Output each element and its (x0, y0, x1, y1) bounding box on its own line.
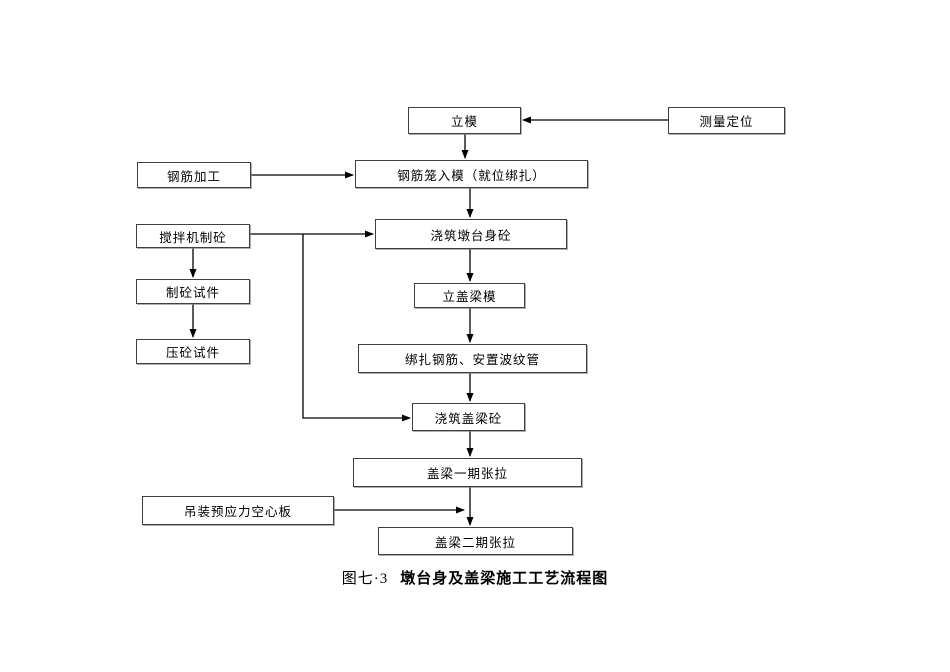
connector-mixer-to-pour-cap (302, 234, 411, 422)
node-tie-rebar-place-duct: 绑扎钢筋、安置波纹管 (358, 344, 587, 373)
node-hoist-prestressed-slab: 吊装预应力空心板 (142, 496, 334, 525)
node-erect-pier-form: 立模 (408, 107, 521, 134)
node-erect-cap-beam-form: 立盖梁模 (414, 283, 525, 308)
node-cage-into-form: 钢筋笼入模（就位绑扎） (355, 160, 588, 188)
figure-caption-title: 墩台身及盖梁施工工艺流程图 (400, 571, 609, 587)
node-mixer-concrete: 搅拌机制砼 (136, 224, 250, 248)
node-pour-pier-concrete: 浇筑墩台身砼 (375, 219, 567, 249)
node-cap-stage2-tension: 盖梁二期张拉 (378, 527, 573, 555)
node-survey-positioning: 测量定位 (668, 107, 785, 134)
node-press-concrete-specimen: 压砼试件 (136, 339, 250, 364)
figure-caption-number: 图七·3 (341, 571, 389, 587)
node-make-concrete-specimen: 制砼试件 (136, 279, 250, 304)
node-cap-stage1-tension: 盖梁一期张拉 (353, 458, 582, 487)
figure-caption: 图七·3 墩台身及盖梁施工工艺流程图 (0, 567, 950, 588)
node-rebar-processing: 钢筋加工 (137, 162, 251, 188)
node-pour-cap-concrete: 浇筑盖梁砼 (412, 403, 525, 431)
